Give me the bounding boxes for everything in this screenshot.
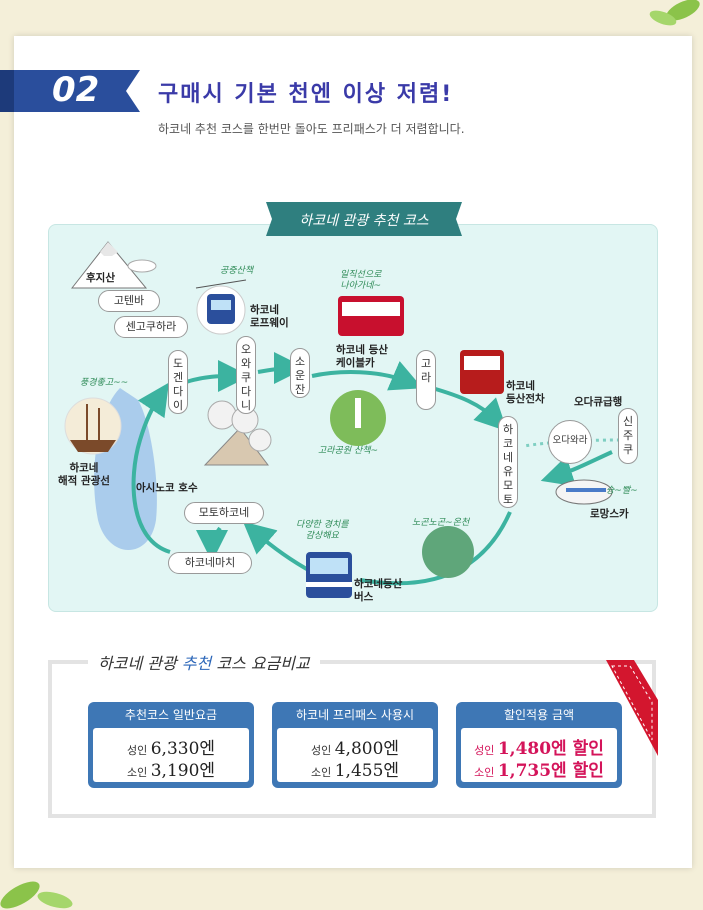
fare-card-discount: 할인적용 금액 성인 1,480엔 할인 소인 1,735엔 할인	[456, 702, 622, 788]
stop-hakone-yumoto: 하 코 네 유 모 토	[498, 416, 518, 508]
label-ropeway: 하코네 로프웨이	[250, 304, 289, 329]
stop-motohakone: 모토하코네	[184, 502, 264, 524]
section-number: 02	[52, 70, 100, 110]
note-cable: 일직선으로 나아가네~	[340, 270, 382, 291]
adult-fare: 성인 4,800엔	[277, 734, 433, 759]
adult-value: 6,330엔	[150, 739, 216, 759]
child-label: 소인	[474, 766, 495, 779]
note-romancecar: 슝~빨~	[606, 486, 638, 496]
label-cablecar: 하코네 등산 케이블카	[336, 344, 388, 369]
title-highlight: 추천	[181, 654, 212, 673]
child-label: 소인	[126, 766, 148, 779]
adult-fare: 성인 6,330엔	[93, 734, 249, 759]
child-value: 1,735엔 할인	[497, 761, 604, 781]
child-value: 1,455엔	[334, 761, 400, 781]
child-fare: 소인 1,735엔 할인	[461, 756, 617, 781]
child-fare: 소인 3,190엔	[93, 756, 249, 781]
ribbon-decoration-icon	[606, 660, 658, 756]
page-subtitle: 하코네 추천 코스를 한번만 돌아도 프리패스가 더 저렴합니다.	[158, 122, 465, 136]
child-fare: 소인 1,455엔	[277, 756, 433, 781]
note-ropeway: 공중산책	[220, 266, 254, 276]
stop-hakonemachi: 하코네마치	[168, 552, 252, 574]
note-bus: 다양한 경치를 감상해요	[296, 520, 349, 541]
fare-card-body: 성인 1,480엔 할인 소인 1,735엔 할인	[461, 728, 617, 782]
label-romancecar: 로망스카	[590, 508, 629, 520]
fare-card-header: 할인적용 금액	[503, 708, 575, 722]
course-ribbon-label: 하코네 관광 추천 코스	[299, 213, 429, 229]
label-pirate-ship: 하코네 해적 관광선	[58, 462, 110, 487]
number-badge	[0, 70, 140, 112]
fare-card-regular: 추천코스 일반요금 성인 6,330엔 소인 3,190엔	[88, 702, 254, 788]
stop-shinjuku: 신 주 쿠	[618, 408, 638, 464]
note-pirate: 풍경좋고~~	[80, 378, 129, 388]
stop-sengokuhara: 센고쿠하라	[114, 316, 188, 338]
fare-card-body: 성인 4,800엔 소인 1,455엔	[277, 728, 433, 782]
note-gora-park: 고라공원 산책~	[318, 446, 379, 456]
fare-compare-title: 하코네 관광 추천 코스 요금비교	[88, 650, 320, 674]
adult-value: 4,800엔	[334, 739, 400, 759]
page-title: 구매시 기본 천엔 이상 저렴!	[158, 82, 454, 107]
stop-gotemba: 고텐바	[98, 290, 160, 312]
stop-sounzan: 소 운 잔	[290, 348, 310, 398]
leaf-decoration-icon	[649, 0, 700, 26]
child-value: 3,190엔	[150, 761, 216, 781]
adult-fare: 성인 1,480엔 할인	[461, 734, 617, 759]
adult-label: 성인	[474, 744, 495, 757]
adult-label: 성인	[126, 744, 148, 757]
label-tozan-train: 하코네 등산전차	[506, 380, 545, 405]
leaf-decoration-icon	[0, 881, 73, 909]
label-bus: 하코네등산 버스	[354, 578, 403, 603]
note-onsen: 노곤노곤~온천	[412, 518, 470, 528]
course-ribbon	[266, 202, 462, 236]
fare-card-header: 추천코스 일반요금	[124, 708, 218, 722]
stop-gora: 고 라	[416, 350, 436, 410]
adult-value: 1,480엔 할인	[497, 739, 604, 759]
label-odakyu: 오다큐급행	[574, 396, 623, 408]
stop-owakudani: 오 와 쿠 다 니	[236, 336, 256, 414]
stop-odawara: 오다와라	[548, 420, 592, 464]
fare-card-body: 성인 6,330엔 소인 3,190엔	[93, 728, 249, 782]
child-label: 소인	[310, 766, 332, 779]
fare-card-freepass: 하코네 프리패스 사용시 성인 4,800엔 소인 1,455엔	[272, 702, 438, 788]
adult-label: 성인	[310, 744, 332, 757]
title-suffix: 코스 요금비교	[211, 654, 310, 673]
label-fuji: 후지산	[86, 272, 115, 284]
label-ashinoko: 아시노코 호수	[136, 482, 198, 494]
title-prefix: 하코네 관광	[98, 654, 182, 673]
fare-card-header: 하코네 프리패스 사용시	[295, 708, 415, 722]
stop-dogendai: 도 겐 다 이	[168, 350, 188, 414]
